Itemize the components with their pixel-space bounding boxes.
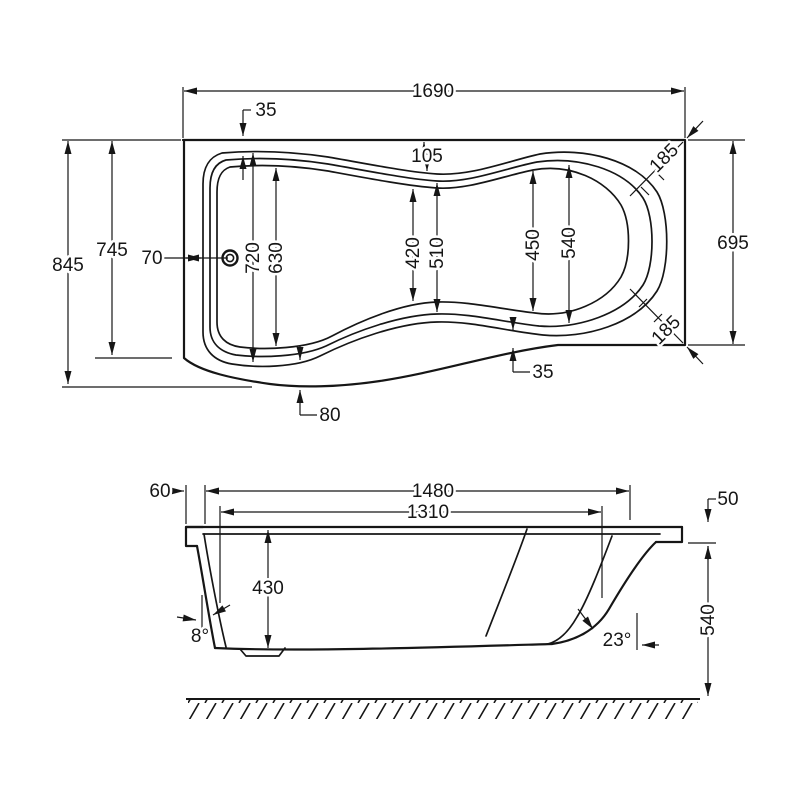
plan-dimensions: 1690 845 745 695 35 105: [50, 79, 752, 429]
leader-line: [629, 141, 684, 197]
right-outer-wall: [550, 540, 658, 646]
tick-mark: [640, 186, 650, 196]
side-dimensions: 1480 1310 60 50 540 430: [147, 479, 741, 696]
right-rim-lip: [654, 525, 684, 544]
dim-720-label: 720: [243, 242, 264, 274]
dim-shower-width-label: 745: [96, 240, 128, 261]
tick-mark: [653, 313, 663, 323]
leader-line: [629, 288, 684, 344]
dim-420-label: 420: [403, 237, 424, 269]
dim-540-label: 540: [559, 227, 580, 259]
dim-arrow: [212, 604, 231, 616]
dim-arrow: [686, 120, 704, 139]
waste-boss: [239, 647, 286, 657]
dim-overall-length-label: 1690: [412, 81, 454, 102]
right-inner-wall: [547, 535, 613, 645]
dim-arrow: [686, 346, 704, 365]
left-outer-wall: [195, 544, 217, 650]
dim-rim-bottom-label: 35: [532, 362, 553, 383]
bulge-silhouette-curve: [485, 528, 528, 637]
bath-floor-line: [213, 642, 554, 651]
dim-510-label: 510: [427, 237, 448, 269]
dim-arrow: [577, 608, 594, 630]
plan-contour-outer: [202, 150, 668, 368]
dim-waste-offset-label: 70: [141, 248, 162, 269]
plan-contour-middle: [209, 157, 653, 358]
angle-right-label: 23°: [603, 630, 632, 651]
tick-mark: [655, 171, 665, 181]
ground-hatching: [188, 700, 698, 719]
dim-630-label: 630: [266, 242, 287, 274]
plan-contour-inner: [216, 164, 630, 350]
dim-rim-drop-label: 50: [717, 489, 738, 510]
dim-rim-mid-label: 105: [411, 146, 443, 167]
dim-corner-top-label: 185: [646, 140, 683, 177]
dim-rim-length-label: 1480: [412, 481, 454, 502]
left-rim-lip: [184, 525, 205, 548]
dim-overall-width-label: 845: [52, 255, 84, 276]
side-view: 1480 1310 60 50 540 430: [147, 479, 741, 719]
dim-arrow: [176, 614, 197, 622]
dim-450-label: 450: [523, 229, 544, 261]
dim-rim-top-label: 35: [255, 100, 276, 121]
dim-base-height-label: 540: [698, 604, 719, 636]
dim-base-length-label: 1310: [407, 502, 449, 523]
dim-corner-bottom-label: 185: [648, 312, 685, 349]
angle-left-label: 8°: [191, 626, 209, 647]
dim-left-overhang-label: 60: [149, 481, 170, 502]
tick-mark: [638, 298, 648, 308]
dim-end-width-label: 695: [717, 233, 749, 254]
dim-bulge-offset-label: 80: [319, 405, 340, 426]
plan-view: 1690 845 745 695 35 105: [50, 79, 752, 429]
left-inner-wall: [203, 533, 227, 648]
dim-depth-label: 430: [252, 578, 284, 599]
